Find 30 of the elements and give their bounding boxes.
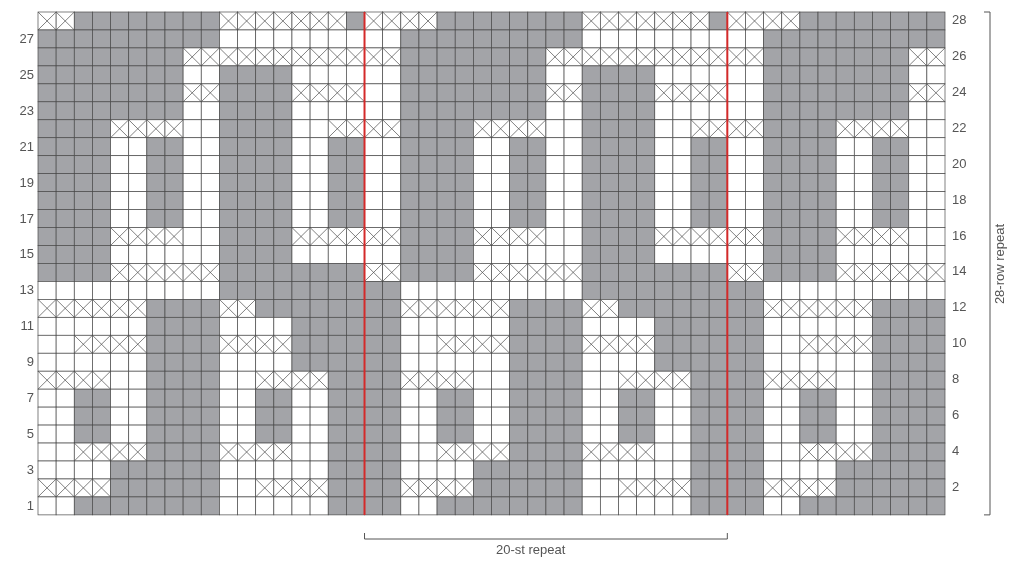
row-number: 15 [18,245,34,264]
row-number: 28 [952,11,968,29]
row-number: 2 [952,477,961,496]
row-number: 3 [25,461,34,479]
row-number: 6 [952,406,961,425]
row-number: 22 [952,118,968,137]
row-number: 7 [25,389,34,408]
row-number: 24 [952,82,968,101]
row-number: 5 [25,425,34,444]
row-number: 11 [19,317,34,336]
row-number: 1 [25,496,34,515]
row-number: 27 [18,29,34,48]
row-number: 21 [18,137,34,156]
row-number: 8 [952,370,961,389]
row-number: 9 [25,353,34,372]
row-number: 26 [952,46,968,65]
row-number: 14 [952,262,968,281]
row-number: 20 [952,154,968,173]
row-number: 18 [952,190,968,209]
row-number: 25 [18,65,34,84]
row-number: 13 [18,281,34,300]
row-number: 17 [18,209,34,228]
row-number: 16 [952,226,968,245]
row-number: 23 [18,101,34,120]
row-number: 4 [952,442,961,461]
repeat-label: 20-st repeat [496,542,566,558]
repeat-label: 28-row repeat [992,223,1008,305]
row-number: 19 [18,173,34,192]
row-number: 10 [952,334,968,353]
row-number: 12 [952,298,968,317]
